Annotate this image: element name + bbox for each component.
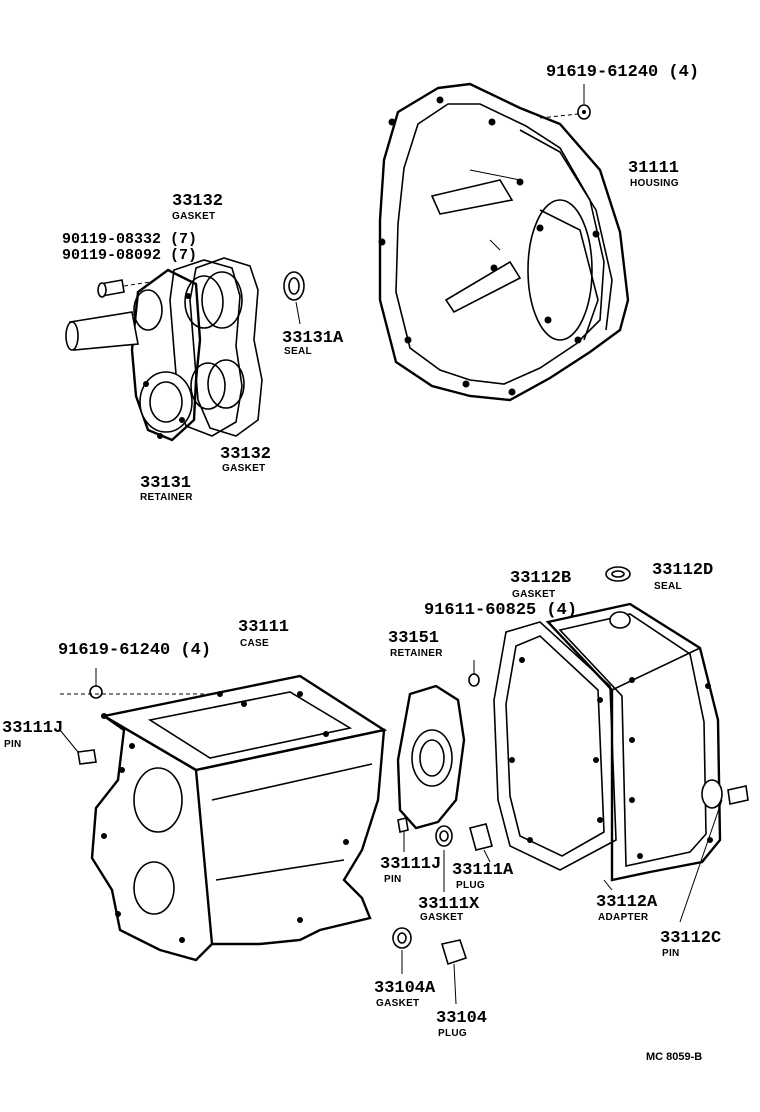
- label-33132-bot-number: 33132: [220, 445, 271, 464]
- rear-retainer-and-plugs-drawing: [392, 660, 493, 1005]
- reference-code: MC 8059-B: [646, 1051, 702, 1063]
- front-retainer-drawing: [65, 257, 305, 442]
- label-33104A-number: 33104A: [374, 979, 436, 998]
- callout-labels: 91619-61240 (4) 31111 HOUSING 33132 GASK…: [2, 63, 721, 1063]
- label-33104-number: 33104: [436, 1009, 487, 1028]
- label-31111-name: HOUSING: [630, 178, 679, 189]
- label-33111J-mid-number: 33111J: [380, 855, 441, 874]
- label-33151-name: RETAINER: [390, 648, 443, 659]
- label-90119-a: 90119-08332 (7): [62, 231, 197, 248]
- label-33131-number: 33131: [140, 474, 191, 493]
- label-33112A-number: 33112A: [596, 893, 658, 912]
- label-91611-number: 91611-60825 (4): [424, 601, 577, 620]
- label-33132-top-name: GASKET: [172, 211, 215, 222]
- label-33112A-name: ADAPTER: [598, 912, 649, 923]
- label-33104A-name: GASKET: [376, 998, 419, 1009]
- label-31111-number: 31111: [628, 159, 679, 178]
- label-33111A-name: PLUG: [456, 880, 485, 891]
- label-33111X-name: GASKET: [420, 912, 463, 923]
- label-33131A-name: SEAL: [284, 346, 312, 357]
- label-33112D-number: 33112D: [652, 561, 713, 580]
- label-33111A-number: 33111A: [452, 861, 514, 880]
- label-33104-name: PLUG: [438, 1028, 467, 1039]
- extension-adapter-drawing: [493, 566, 749, 923]
- label-33131-name: RETAINER: [140, 492, 193, 503]
- label-33111-name: CASE: [240, 638, 269, 649]
- label-33151-number: 33151: [388, 629, 439, 648]
- clutch-housing-drawing: [378, 82, 630, 402]
- label-33111J-left-number: 33111J: [2, 719, 63, 738]
- label-33111J-mid-name: PIN: [384, 874, 402, 885]
- label-33132-top-number: 33132: [172, 192, 223, 211]
- label-90119-b: 90119-08092 (7): [62, 247, 197, 264]
- label-33111-number: 33111: [238, 618, 289, 637]
- label-91619-top-number: 91619-61240 (4): [546, 63, 699, 82]
- label-91619-bot-number: 91619-61240 (4): [58, 641, 211, 660]
- label-33131A-number: 33131A: [282, 329, 344, 348]
- label-33112B-number: 33112B: [510, 569, 571, 588]
- transmission-case-drawing: [59, 668, 388, 962]
- label-33132-bot-name: GASKET: [222, 463, 265, 474]
- label-33111J-left-name: PIN: [4, 739, 22, 750]
- label-33111X-number: 33111X: [418, 895, 480, 914]
- label-33112C-name: PIN: [662, 948, 680, 959]
- label-33112C-number: 33112C: [660, 929, 721, 948]
- label-33112D-name: SEAL: [654, 581, 682, 592]
- label-33112B-name: GASKET: [512, 589, 555, 600]
